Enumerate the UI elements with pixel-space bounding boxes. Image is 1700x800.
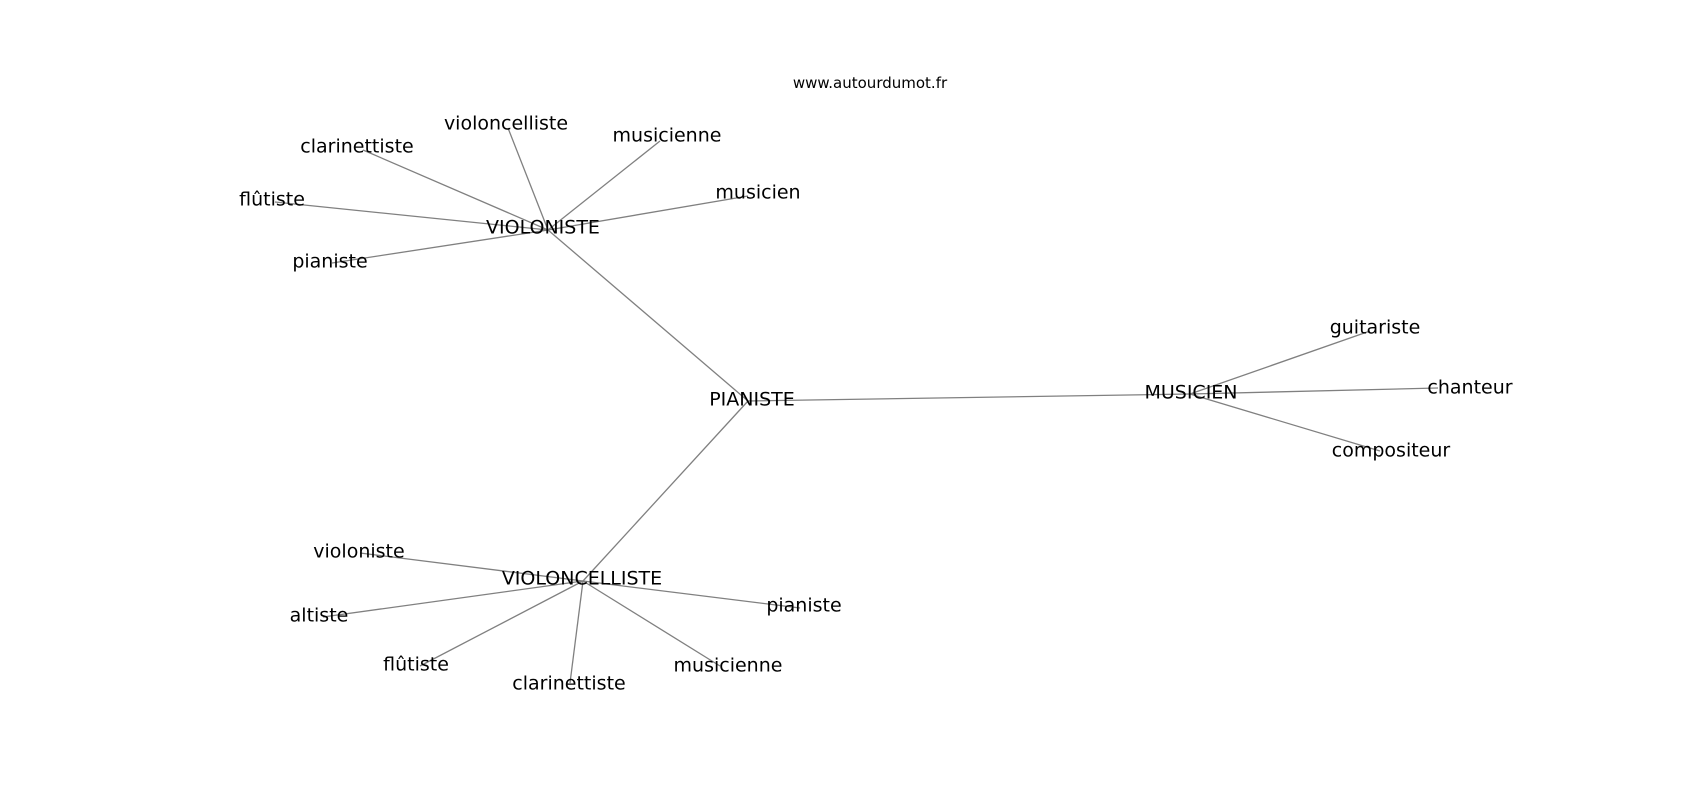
leaf-node-label[interactable]: musicien bbox=[715, 182, 800, 204]
edge-hub-to-leaf bbox=[359, 552, 584, 582]
graph-labels: PIANISTE VIOLONISTE violoncelliste clarinet… bbox=[239, 113, 1513, 695]
hub-node-label[interactable]: MUSICIEN bbox=[1144, 382, 1237, 404]
leaf-node-label[interactable]: violoncelliste bbox=[444, 113, 568, 135]
hub-node-label[interactable]: VIOLONISTE bbox=[486, 217, 600, 239]
edge-hub-to-leaf bbox=[322, 580, 584, 618]
leaf-node-label[interactable]: chanteur bbox=[1427, 377, 1512, 399]
leaf-node-label[interactable]: guitariste bbox=[1330, 317, 1421, 339]
leaf-node-label[interactable]: altiste bbox=[290, 605, 349, 627]
leaf-node-label[interactable]: flûtiste bbox=[239, 189, 305, 211]
leaf-node-label[interactable]: clarinettiste bbox=[512, 673, 625, 695]
edge-center-to-hub bbox=[747, 393, 1191, 402]
leaf-node-label[interactable]: flûtiste bbox=[383, 654, 449, 676]
edge-hub-to-leaf bbox=[569, 580, 584, 684]
edge-hub-to-leaf bbox=[507, 127, 549, 231]
edge-hub-to-leaf bbox=[582, 580, 801, 609]
edge-hub-to-leaf bbox=[1189, 330, 1371, 395]
edge-hub-to-leaf bbox=[274, 201, 549, 231]
edge-hub-to-leaf bbox=[547, 195, 749, 231]
edge-hub-to-leaf bbox=[582, 580, 721, 667]
edge-hub-to-leaf bbox=[547, 140, 661, 231]
graph-edges bbox=[274, 127, 1439, 684]
leaf-node-label[interactable]: musicienne bbox=[674, 655, 783, 677]
leaf-node-label[interactable]: compositeur bbox=[1332, 440, 1451, 462]
edge-center-to-hub bbox=[582, 400, 749, 582]
leaf-node-label[interactable]: pianiste bbox=[766, 595, 841, 617]
edge-center-to-hub bbox=[547, 229, 749, 402]
edge-hub-to-leaf bbox=[419, 580, 584, 667]
source-watermark: www.autourdumot.fr bbox=[793, 74, 948, 92]
leaf-node-label[interactable]: musicienne bbox=[613, 125, 722, 147]
leaf-node-label[interactable]: clarinettiste bbox=[300, 136, 413, 158]
edge-hub-to-leaf bbox=[331, 229, 549, 264]
edge-hub-to-leaf bbox=[1189, 393, 1381, 452]
center-node-label[interactable]: PIANISTE bbox=[709, 389, 795, 411]
edge-hub-to-leaf bbox=[1189, 387, 1439, 395]
hub-node-label[interactable]: VIOLONCELLISTE bbox=[502, 568, 662, 590]
edge-hub-to-leaf bbox=[362, 149, 549, 231]
leaf-node-label[interactable]: pianiste bbox=[292, 251, 367, 273]
leaf-node-label[interactable]: violoniste bbox=[313, 541, 404, 563]
